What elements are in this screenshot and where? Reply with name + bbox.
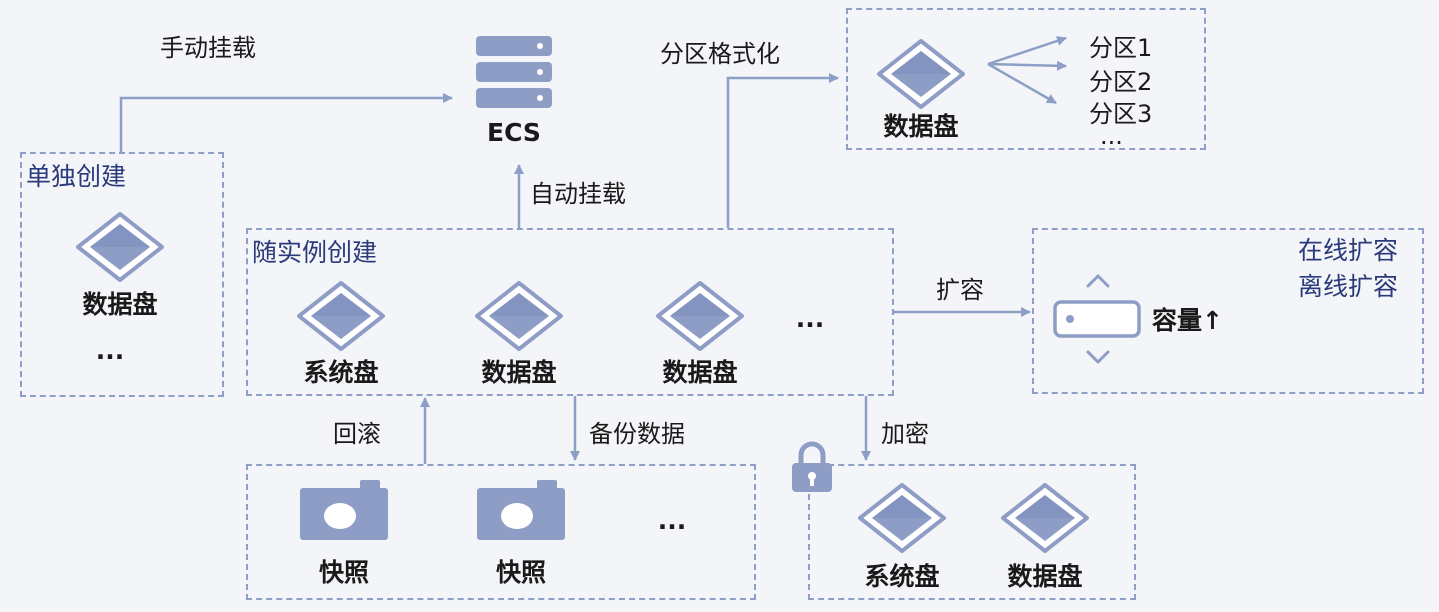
disk-icon [474, 281, 564, 355]
instance-more: ... [795, 304, 825, 333]
disk-icon [296, 281, 386, 355]
rollback-label: 回滚 [333, 420, 381, 448]
partition-more: ... [1100, 122, 1123, 150]
partition-disk-label: 数据盘 [883, 112, 959, 141]
snapshot-more: ... [657, 506, 687, 535]
partition-fan-1 [987, 36, 1067, 66]
camera-icon [298, 478, 390, 546]
disk-icon [876, 39, 966, 113]
capacity-slider-icon [1053, 274, 1141, 364]
auto-mount-label: 自动挂载 [530, 180, 626, 208]
disk-icon [1000, 483, 1090, 557]
encrypted-disk-2-label: 数据盘 [1007, 562, 1083, 591]
backup-label: 备份数据 [589, 420, 685, 448]
encrypted-disk-1-label: 系统盘 [864, 562, 940, 591]
partition-fan-3 [987, 62, 1057, 105]
standalone-more: ... [95, 336, 125, 365]
snapshot-2-label: 快照 [495, 558, 547, 587]
expansion-mode-online: 在线扩容 [1298, 236, 1399, 265]
server-icon [476, 36, 552, 108]
disk-icon [857, 483, 947, 557]
standalone-title: 单独创建 [26, 162, 127, 191]
partition-1: 分区1 [1089, 34, 1153, 62]
ecs-label: ECS [487, 118, 541, 147]
standalone-group [20, 152, 224, 397]
partition-fan-2 [987, 60, 1067, 71]
instance-disk-3-label: 数据盘 [662, 358, 738, 387]
encrypted-group [808, 464, 1136, 600]
manual-mount-arrow [119, 93, 453, 152]
manual-mount-label: 手动挂载 [160, 34, 256, 62]
partition-format-label: 分区格式化 [660, 40, 780, 68]
expansion-mode-offline: 离线扩容 [1298, 272, 1399, 301]
snapshot-1-label: 快照 [318, 558, 370, 587]
capacity-label: 容量↑ [1152, 306, 1223, 335]
disk-icon [655, 281, 745, 355]
with-instance-group [246, 228, 894, 396]
partition-2: 分区2 [1089, 68, 1153, 96]
with-instance-title: 随实例创建 [252, 238, 378, 267]
expand-label: 扩容 [936, 276, 984, 304]
instance-disk-2-label: 数据盘 [481, 358, 557, 387]
standalone-disk-label: 数据盘 [82, 290, 158, 319]
snapshot-group [246, 464, 756, 600]
partition-format-arrow [726, 73, 839, 228]
disk-icon [75, 212, 165, 286]
encrypt-label: 加密 [881, 420, 929, 448]
expansion-group [1032, 228, 1424, 394]
instance-disk-1-label: 系统盘 [303, 358, 379, 387]
lock-icon [792, 441, 832, 492]
partition-group [846, 8, 1206, 150]
camera-icon [475, 478, 567, 546]
partition-3: 分区3 [1089, 100, 1153, 128]
